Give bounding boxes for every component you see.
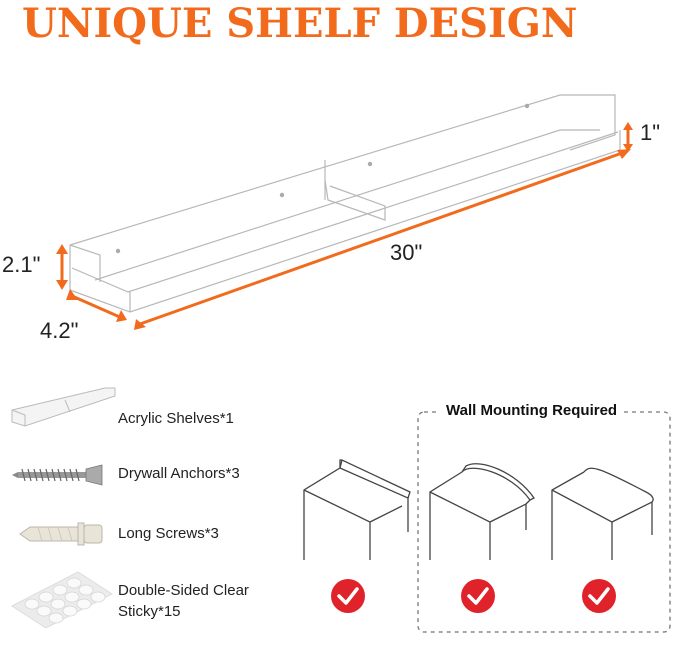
item-label: Long Screws*3 <box>118 525 219 542</box>
length-dimension: 30" <box>390 240 423 265</box>
page-title: UNIQUE SHELF DESIGN <box>22 0 578 47</box>
shelf-illustration <box>56 94 633 330</box>
item-sticky-dots: Double-Sided Clear Sticky*15 <box>10 570 300 630</box>
check-icon <box>581 578 617 614</box>
lip-dimension: 1" <box>640 120 661 145</box>
item-label-line2: Sticky*15 <box>118 603 181 620</box>
height-dimension: 2.1" <box>2 252 41 277</box>
acrylic-shelf-icon <box>11 387 116 427</box>
check-icon <box>460 578 496 614</box>
screw-icon <box>12 464 103 486</box>
item-label: Double-Sided Clear <box>118 582 249 599</box>
item-drywall-anchors: Drywall Anchors*3 <box>10 455 290 495</box>
wall-mounting-label: Wall Mounting Required <box>440 402 624 419</box>
wall-anchor-icon <box>19 522 103 546</box>
item-label: Drywall Anchors*3 <box>118 465 240 482</box>
item-label: Acrylic Shelves*1 <box>118 410 234 427</box>
item-acrylic-shelves: Acrylic Shelves*1 <box>10 380 290 430</box>
sticky-dots-icon <box>11 571 113 628</box>
depth-dimension: 4.2" <box>40 318 79 343</box>
item-long-screws: Long Screws*3 <box>10 515 290 555</box>
check-icon <box>330 578 366 614</box>
